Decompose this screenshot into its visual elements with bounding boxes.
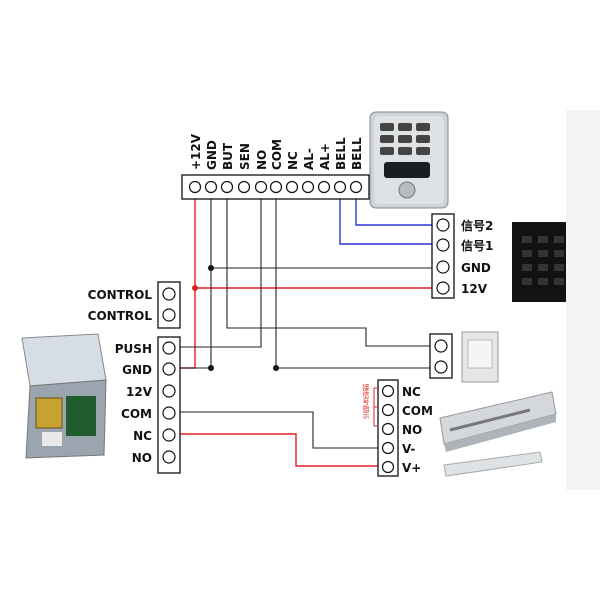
lock-label-v-minus: V- — [402, 442, 415, 456]
reader-label-signal1: 信号1 — [461, 238, 493, 253]
terminal-screw — [436, 281, 450, 295]
terminal-screw — [162, 428, 176, 442]
terminal-label-sen: SEN — [238, 143, 252, 170]
junction-dot — [273, 365, 279, 371]
wire-bell2 — [355, 189, 442, 226]
power-label-12v: 12V — [126, 385, 153, 399]
terminal-screw — [301, 180, 315, 194]
reader-label-signal2: 信号2 — [461, 218, 493, 233]
lock-label-no: NO — [402, 423, 422, 437]
terminal-label-nc: NC — [286, 151, 300, 170]
terminal-screw — [333, 180, 347, 194]
magnetic-lock-image — [439, 391, 557, 477]
power-label-nc: NC — [133, 429, 152, 443]
terminal-label-bell-1: BELL — [334, 137, 348, 170]
terminal-screw — [220, 180, 234, 194]
background-panel — [566, 110, 600, 490]
terminal-label-al-minus: AL- — [302, 148, 316, 170]
terminal-screw — [162, 362, 176, 376]
power-label-no: NO — [132, 451, 152, 465]
keypad-device-image — [369, 111, 449, 209]
power-label-gnd: GND — [122, 363, 152, 377]
terminal-screw — [381, 441, 395, 455]
wire-but — [226, 189, 440, 347]
terminal-label-no: NO — [255, 150, 269, 170]
junction-dot — [208, 265, 214, 271]
side-note-bracket — [373, 387, 377, 427]
wire-bell1 — [339, 189, 442, 245]
wires — [175, 189, 442, 467]
wire-nc-lock — [175, 433, 383, 467]
junction-dot — [192, 285, 198, 291]
exit-button-terminal-block — [429, 333, 453, 379]
terminal-screw — [434, 360, 448, 374]
terminal-screw — [317, 180, 331, 194]
control-label-2: CONTROL — [88, 309, 153, 323]
control-terminal-block: CONTROL CONTROL — [88, 281, 181, 329]
terminal-screw — [434, 339, 448, 353]
terminal-screw — [237, 180, 251, 194]
reader-terminal-block: 信号2 信号1 GND 12V — [431, 213, 493, 299]
terminal-label-but: BUT — [221, 142, 235, 170]
main-terminal-screws — [188, 180, 363, 194]
terminal-screw — [285, 180, 299, 194]
power-label-com: COM — [121, 407, 152, 421]
terminal-screw — [436, 238, 450, 252]
reader-label-gnd: GND — [461, 261, 491, 275]
wire-com — [275, 189, 440, 369]
terminal-screw — [381, 460, 395, 474]
terminal-screw — [162, 287, 176, 301]
terminal-label-al-plus: AL+ — [318, 143, 332, 170]
terminal-screw — [381, 403, 395, 417]
exit-button-image — [461, 331, 499, 383]
power-terminal-block: PUSH GND 12V COM NC NO — [115, 336, 181, 474]
terminal-screw — [381, 422, 395, 436]
terminal-screw — [162, 450, 176, 464]
terminal-label-gnd: GND — [205, 140, 219, 170]
wire-com-lock — [175, 411, 383, 449]
reader-label-12v: 12V — [461, 282, 488, 296]
terminal-screw — [269, 180, 283, 194]
main-terminal-block: +12V GND BUT SEN NO COM NC AL- AL+ BELL … — [181, 133, 370, 200]
terminal-screw — [162, 384, 176, 398]
terminal-screw — [162, 341, 176, 355]
terminal-label-bell-2: BELL — [350, 137, 364, 170]
terminal-screw — [162, 308, 176, 322]
power-supply-image — [21, 333, 107, 459]
terminal-screw — [436, 260, 450, 274]
lock-terminal-block: NC COM NO V- V+ 接信号指示 — [362, 379, 433, 477]
terminal-screw — [188, 180, 202, 194]
lock-side-note: 接信号指示 — [362, 383, 370, 419]
terminal-screw — [349, 180, 363, 194]
terminal-screw — [204, 180, 218, 194]
terminal-screw — [162, 406, 176, 420]
junction-dot — [208, 365, 214, 371]
lock-label-com: COM — [402, 404, 433, 418]
lock-label-nc: NC — [402, 385, 421, 399]
control-label-1: CONTROL — [88, 288, 153, 302]
terminal-label-12v: +12V — [189, 133, 203, 170]
terminal-screw — [436, 218, 450, 232]
lock-label-v-plus: V+ — [402, 461, 421, 475]
wire-no — [175, 189, 262, 348]
terminal-label-com: COM — [270, 139, 284, 170]
power-label-push: PUSH — [115, 342, 152, 356]
terminal-screw — [381, 384, 395, 398]
terminal-screw — [254, 180, 268, 194]
